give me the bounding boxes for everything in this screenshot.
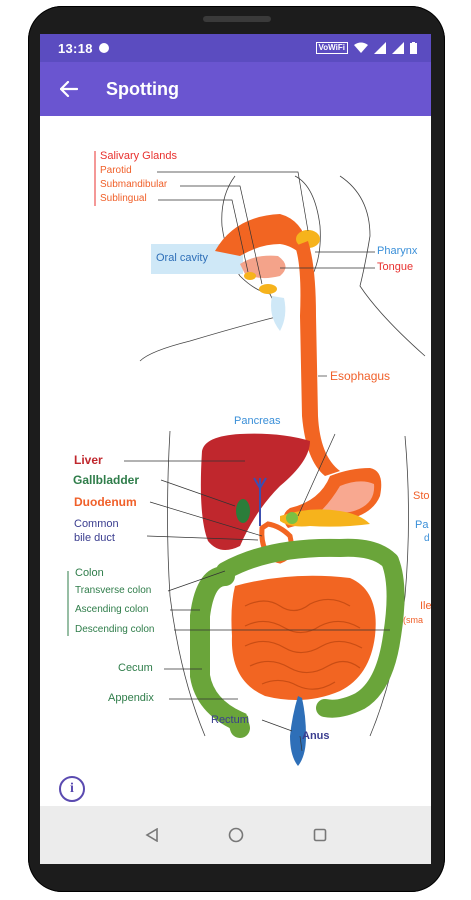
leader-lines [67, 151, 390, 752]
liver-shape [200, 433, 310, 550]
phone-frame: 13:18 VoWiFi Spotting [28, 6, 445, 892]
intestine-folds [244, 598, 363, 690]
ascending-colon-shape [190, 566, 250, 738]
info-circle-icon: i [70, 781, 74, 796]
label-small-intestine-partial: (sma [403, 615, 423, 625]
label-sublingual: Sublingual [100, 193, 147, 204]
label-duodenum: Duodenum [74, 495, 137, 509]
palate-shape [215, 214, 308, 261]
digestive-system-diagram [67, 151, 426, 766]
label-ileum-partial: Ile [420, 600, 431, 612]
square-recent-icon [313, 828, 326, 842]
gallbladder-shape [236, 499, 250, 523]
label-oral-cavity: Oral cavity [156, 252, 208, 264]
label-anus: Anus [302, 730, 330, 742]
notification-dot-icon [98, 43, 109, 53]
info-button[interactable]: i [59, 776, 85, 802]
label-common-bile-duct-line2: bile duct [74, 532, 115, 544]
signal-icon-2 [392, 42, 404, 54]
label-pancreas: Pancreas [234, 415, 281, 427]
label-rectum: Rectum [211, 714, 249, 726]
screen: 13:18 VoWiFi Spotting [40, 34, 431, 864]
vowifi-badge: VoWiFi [315, 42, 348, 54]
label-appendix: Appendix [108, 692, 154, 704]
pancreas-shape [280, 509, 370, 527]
descending-colon-shape [316, 552, 405, 718]
label-submandibular: Submandibular [100, 179, 168, 190]
label-colon: Colon [75, 567, 104, 579]
label-pancreatic-duct-partial: Pa [415, 519, 429, 531]
label-stomach-partial: Sto [413, 490, 430, 502]
label-parotid: Parotid [100, 165, 132, 176]
small-intestine-shape [231, 575, 376, 700]
circle-home-icon [228, 827, 243, 843]
status-bar: 13:18 VoWiFi [40, 34, 431, 62]
label-transverse-colon: Transverse colon [75, 585, 152, 596]
label-tongue: Tongue [377, 261, 414, 273]
phone-speaker [203, 16, 271, 22]
nav-back-button[interactable] [140, 823, 164, 847]
triangle-back-icon [144, 828, 158, 842]
label-descending-colon: Descending colon [75, 624, 155, 635]
label-pharynx: Pharynx [377, 245, 418, 257]
page-title: Spotting [106, 78, 179, 99]
sublingual-gland-shape [244, 272, 256, 280]
transverse-colon-shape [216, 538, 399, 580]
arrow-left-icon [60, 81, 78, 97]
label-cecum: Cecum [118, 662, 153, 674]
diagram-area: Salivary Glands Parotid Submandibular Su… [40, 116, 431, 806]
trachea-shape [271, 296, 286, 331]
battery-icon [410, 42, 417, 54]
status-time: 13:18 [58, 40, 93, 56]
label-salivary-glands: Salivary Glands [100, 150, 178, 162]
wifi-icon [354, 42, 368, 53]
label-ascending-colon: Ascending colon [75, 604, 149, 615]
pancreas-green-shape [286, 512, 298, 524]
status-icons: VoWiFi [315, 42, 417, 54]
label-pancreatic-duct-partial-2: d [424, 533, 430, 544]
nav-home-button[interactable] [224, 823, 248, 847]
label-gallbladder: Gallbladder [73, 473, 140, 487]
submandibular-gland-shape [259, 284, 277, 294]
back-button[interactable] [56, 76, 82, 102]
label-liver: Liver [74, 453, 103, 467]
system-nav-bar [40, 806, 431, 864]
nav-recent-button[interactable] [308, 823, 332, 847]
label-esophagus: Esophagus [330, 369, 391, 383]
app-bar: Spotting [40, 62, 431, 116]
appendix-shape [242, 715, 249, 729]
signal-icon [374, 42, 386, 54]
stomach-inner-shape [315, 481, 375, 516]
bile-duct-shape [253, 477, 267, 526]
esophagus-shape [295, 241, 340, 476]
label-common-bile-duct-line1: Common [74, 518, 119, 530]
